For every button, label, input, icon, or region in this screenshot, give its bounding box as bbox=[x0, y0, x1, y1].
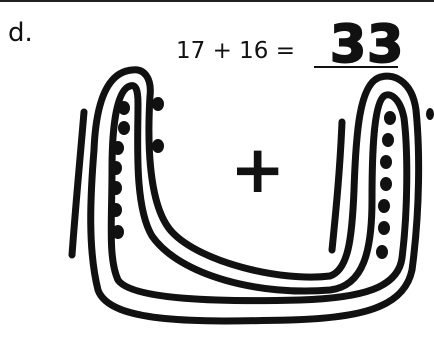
left-group-dot bbox=[152, 97, 164, 111]
right-group-dot bbox=[380, 177, 392, 191]
left-group-dot bbox=[118, 101, 130, 115]
left-group-dot bbox=[112, 141, 124, 155]
plus-sign: + bbox=[230, 131, 285, 208]
left-group-dot bbox=[110, 181, 122, 195]
right-vertical-stroke bbox=[332, 122, 342, 250]
stray-dot bbox=[426, 108, 434, 120]
left-group-dot bbox=[112, 225, 124, 239]
left-group-dot bbox=[152, 139, 164, 153]
right-group-dot bbox=[380, 155, 392, 169]
right-group-dot bbox=[382, 133, 394, 147]
left-group-dot bbox=[110, 161, 122, 175]
right-group-dot bbox=[376, 245, 388, 259]
right-group-dot bbox=[378, 199, 390, 213]
left-group-dot bbox=[110, 203, 122, 217]
handwritten-answer: 33 bbox=[330, 15, 404, 75]
right-group-dot bbox=[384, 111, 396, 125]
left-group-dot bbox=[118, 121, 130, 135]
left-vertical-stroke bbox=[72, 112, 84, 255]
right-group-dot bbox=[378, 221, 390, 235]
